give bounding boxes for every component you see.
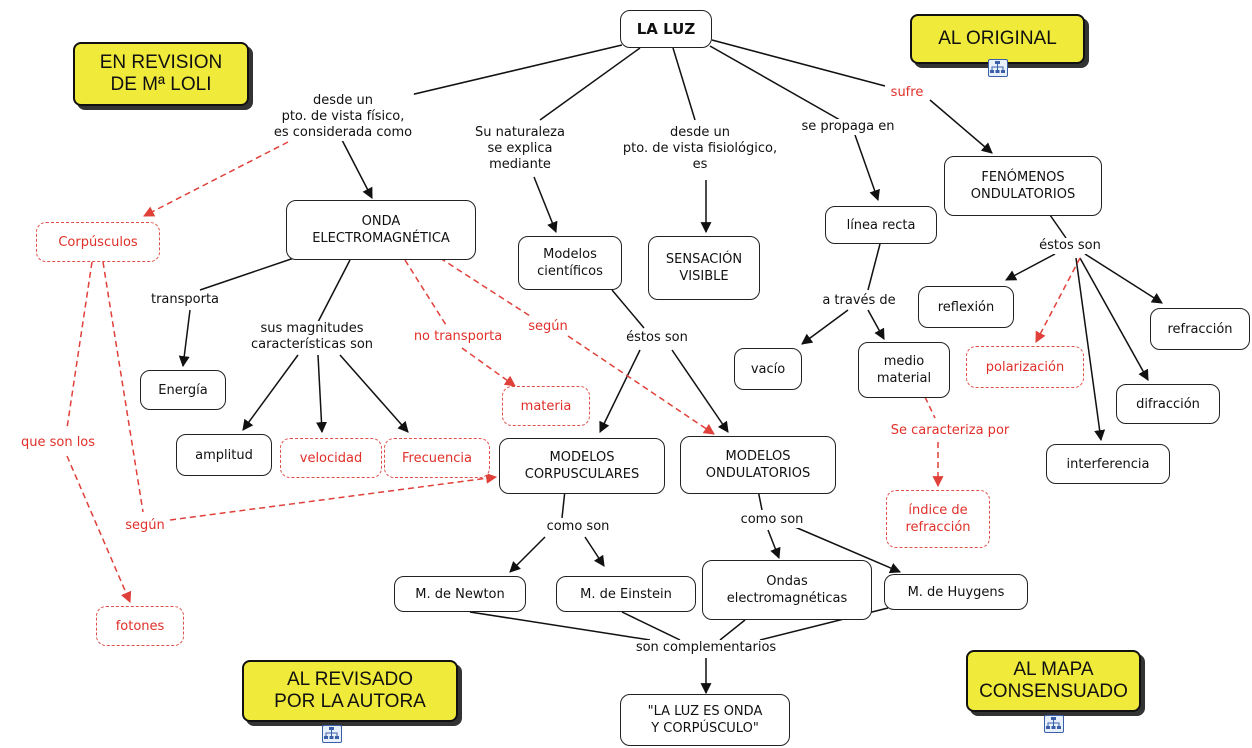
concept-map-icon[interactable] — [988, 59, 1008, 77]
link-como-son-ondulatorios: como son — [738, 512, 806, 528]
link-su-naturaleza: Su naturaleza se explica mediante — [473, 125, 567, 173]
en-revision-button[interactable]: EN REVISION DE Mª LOLI — [73, 42, 249, 106]
node-refraccion[interactable]: refracción — [1150, 308, 1250, 350]
link-sus-magnitudes: sus magnitudes características son — [248, 321, 376, 353]
node-modelos-corpusculares[interactable]: MODELOS CORPUSCULARES — [499, 438, 665, 494]
node-energia[interactable]: Energía — [140, 370, 226, 410]
node-m-de-newton[interactable]: M. de Newton — [394, 576, 526, 612]
link-desde-punto-vista-fisico: desde un pto. de vista físico, es consid… — [271, 93, 415, 141]
node-sensacion-visible[interactable]: SENSACIÓN VISIBLE — [648, 236, 760, 300]
link-se-propaga-en: se propaga en — [799, 119, 897, 135]
link-sufre: sufre — [888, 85, 926, 101]
al-revisado-button[interactable]: AL REVISADO POR LA AUTORA — [242, 660, 458, 722]
node-reflexion[interactable]: reflexión — [918, 286, 1014, 328]
node-modelos-cientificos[interactable]: Modelos científicos — [518, 236, 622, 290]
al-original-button[interactable]: AL ORIGINAL — [910, 14, 1085, 64]
link-se-caracteriza-por: Se caracteriza por — [888, 423, 1012, 439]
link-que-son-los: que son los — [18, 435, 98, 451]
node-la-luz[interactable]: LA LUZ — [620, 10, 712, 48]
node-interferencia[interactable]: interferencia — [1046, 444, 1170, 484]
link-son-complementarios: son complementarios — [633, 640, 779, 656]
link-segun-top: según — [526, 319, 570, 335]
node-la-luz-es-onda-y-corpusculo[interactable]: "LA LUZ ES ONDA Y CORPÚSCULO" — [620, 694, 790, 746]
link-transporta: transporta — [148, 292, 222, 308]
node-m-de-einstein[interactable]: M. de Einstein — [556, 576, 696, 612]
node-polarizacion[interactable]: polarización — [966, 346, 1084, 388]
node-materia[interactable]: materia — [502, 386, 590, 426]
link-desde-punto-vista-fisiologico: desde un pto. de vista fisiológico, es — [620, 125, 780, 173]
concept-map-icon[interactable] — [322, 725, 342, 743]
node-modelos-ondulatorios[interactable]: MODELOS ONDULATORIOS — [680, 436, 836, 494]
node-velocidad[interactable]: velocidad — [280, 438, 382, 478]
concept-map-icon[interactable] — [1044, 715, 1064, 733]
link-a-traves-de: a través de — [820, 293, 898, 309]
al-mapa-consensuado-button[interactable]: AL MAPA CONSENSUADO — [966, 650, 1141, 712]
node-vacio[interactable]: vacío — [734, 348, 802, 390]
node-fenomenos-ondulatorios[interactable]: FENÓMENOS ONDULATORIOS — [944, 156, 1102, 216]
link-segun-left: según — [123, 518, 167, 534]
node-onda-electromagnetica[interactable]: ONDA ELECTROMAGNÉTICA — [286, 200, 476, 260]
link-estos-son-fenomenos: éstos son — [1037, 238, 1103, 254]
node-difraccion[interactable]: difracción — [1116, 384, 1220, 424]
node-corpusculos[interactable]: Corpúsculos — [36, 222, 160, 262]
node-ondas-electromagneticas[interactable]: Ondas electromagnéticas — [702, 560, 872, 620]
node-medio-material[interactable]: medio material — [858, 342, 950, 398]
link-no-transporta: no transporta — [411, 329, 505, 345]
node-fotones[interactable]: fotones — [96, 606, 184, 646]
node-amplitud[interactable]: amplitud — [176, 434, 272, 476]
node-m-de-huygens[interactable]: M. de Huygens — [884, 574, 1028, 610]
node-linea-recta[interactable]: línea recta — [825, 206, 937, 244]
node-indice-refraccion[interactable]: índice de refracción — [886, 490, 990, 548]
link-como-son-corpusculares: como son — [544, 519, 612, 535]
link-estos-son-modelos: éstos son — [624, 330, 690, 346]
node-frecuencia[interactable]: Frecuencia — [384, 438, 490, 478]
